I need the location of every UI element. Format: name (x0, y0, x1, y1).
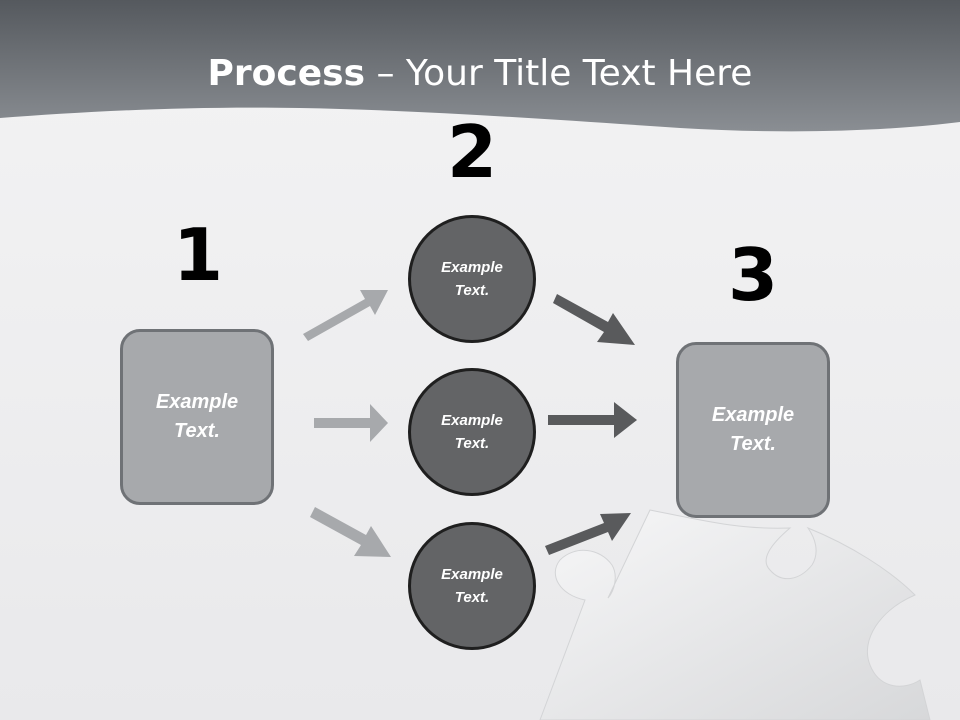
step-3-text: Example Text. (711, 404, 795, 455)
step-number-2: 2 (446, 110, 498, 194)
step-number-3: 3 (727, 233, 779, 317)
arrow-1-to-bottom (310, 507, 391, 557)
circle-top: Example Text. (408, 215, 536, 343)
circle-middle: Example Text. (408, 368, 536, 496)
step-number-1: 1 (172, 213, 224, 297)
arrow-middle-to-3 (548, 402, 637, 438)
step-3-box: Example Text. (676, 342, 830, 518)
circle-bottom-text: Example Text. (441, 566, 503, 606)
step-1-text: Example Text. (155, 391, 239, 442)
arrow-top-to-3 (553, 294, 635, 345)
arrow-1-to-middle (314, 404, 388, 442)
header-band (0, 0, 960, 132)
title-bold: Process (207, 53, 366, 94)
step-1-box: Example Text. (120, 329, 274, 505)
arrow-1-to-top (303, 290, 388, 341)
circle-top-text: Example Text. (441, 259, 503, 299)
arrow-bottom-to-3 (545, 513, 631, 555)
title-rest: – Your Title Text Here (365, 53, 753, 94)
slide-title: Process – Your Title Text Here (0, 52, 960, 96)
circle-middle-text: Example Text. (441, 412, 503, 452)
puzzle-piece-shape (539, 509, 931, 720)
circle-bottom: Example Text. (408, 522, 536, 650)
